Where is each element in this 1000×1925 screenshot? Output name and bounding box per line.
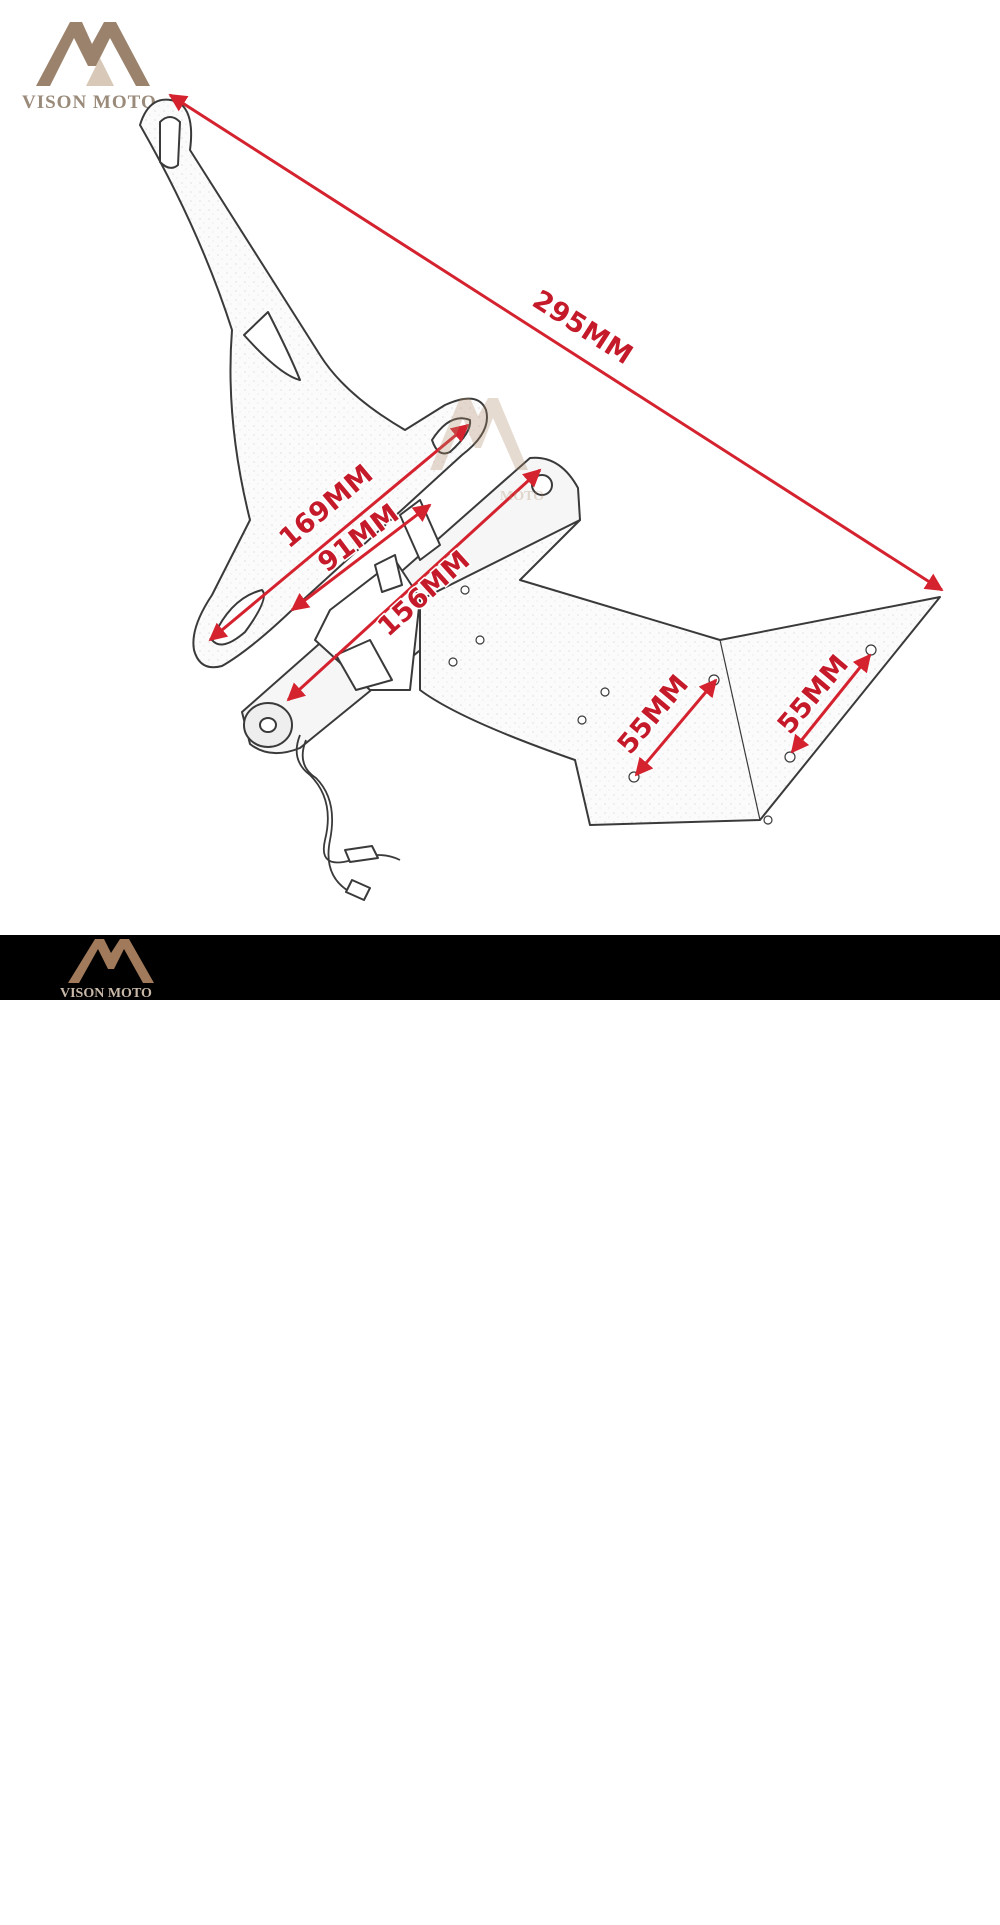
watermark-logo: MOTO (430, 398, 544, 504)
dim-line-plate-width (286, 468, 542, 702)
dim-line-plate-hole-right (790, 653, 872, 754)
brand-name-footer: VISON MOTO (60, 986, 152, 1000)
dimension-lines (168, 93, 944, 777)
brand-logo-top: VISON MOTO (22, 22, 157, 113)
watermark-logo-icon (430, 398, 528, 470)
watermark-text: MOTO (500, 489, 544, 504)
brand-logo-footer: VISON MOTO (60, 939, 154, 1000)
footer-tagline: Vison Moto Parts & Accessories (180, 1876, 803, 1925)
bracket-plate (419, 519, 941, 826)
brand-name-top: VISON MOTO (22, 92, 157, 113)
light-wires (295, 734, 401, 896)
product-drawing: VISON MOTO (22, 22, 944, 901)
logo-mark-icon (36, 22, 150, 86)
footer-logo-mark-icon (68, 939, 154, 983)
dim-line-overall-length (168, 93, 944, 592)
footer-bar: VISON MOTO Vison Moto Parts & Accessorie… (0, 935, 1000, 1923)
dim-line-plate-hole-left (634, 678, 718, 777)
